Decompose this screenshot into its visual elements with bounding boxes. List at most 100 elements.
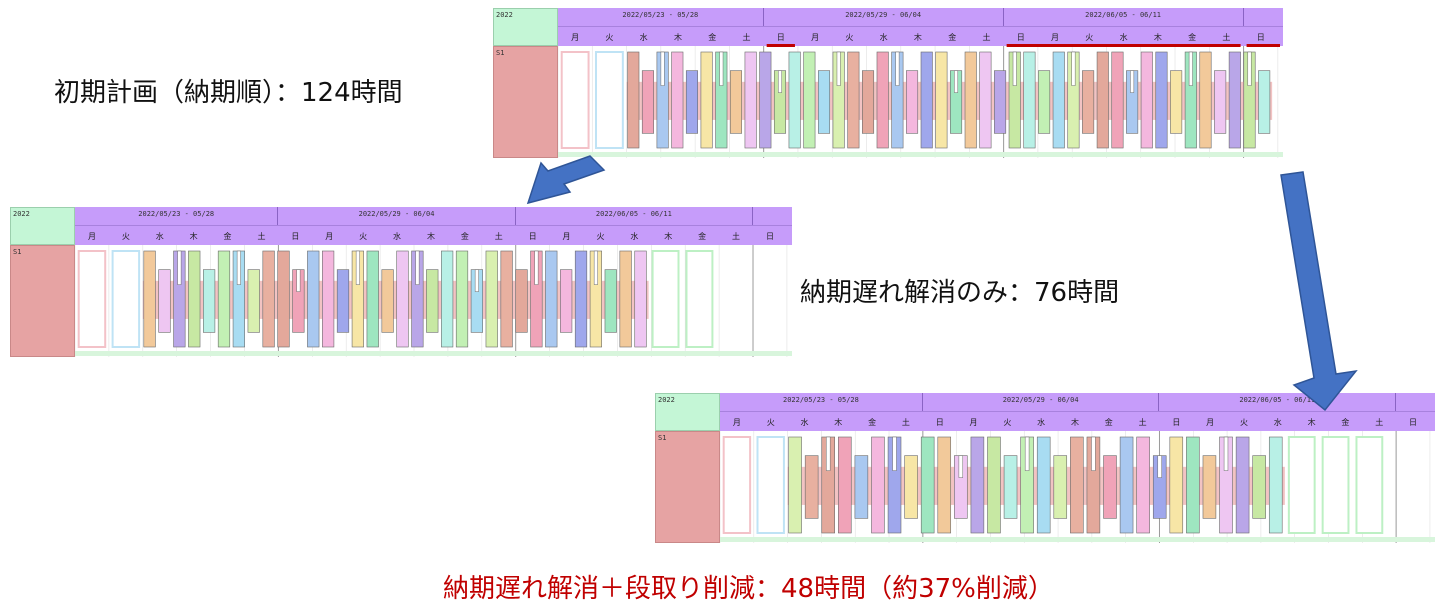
day-label: 木 — [426, 232, 435, 241]
job-bar — [381, 269, 394, 333]
day-label: 土 — [1138, 418, 1147, 427]
job-bar — [1214, 70, 1227, 134]
schedule-area — [558, 46, 1283, 158]
day-label: 木 — [1307, 418, 1316, 427]
job-bar — [217, 250, 231, 348]
job-bar — [1169, 436, 1184, 534]
job-bar — [1096, 51, 1109, 149]
job-bar — [744, 51, 757, 149]
job-bar — [247, 269, 260, 333]
week-label: 2022/06/05 - 06/11 — [516, 207, 753, 225]
day-label: 土 — [742, 33, 751, 42]
job-bar — [1038, 70, 1051, 134]
day-label: 火 — [1239, 418, 1248, 427]
job-bar — [804, 455, 819, 519]
job-bar — [545, 250, 558, 348]
job-bar — [906, 70, 919, 134]
day-label: 金 — [223, 232, 232, 241]
day-label: 木 — [1070, 418, 1079, 427]
label-optimized: 納期遅れ解消＋段取り削減：48時間（約37%削減） — [443, 574, 1054, 604]
job-bar — [788, 436, 802, 534]
day-label: 火 — [605, 33, 614, 42]
week-label: 2022/05/23 - 05/28 — [720, 393, 923, 411]
day-label: 水 — [1119, 33, 1128, 42]
day-label: 日 — [1172, 418, 1181, 427]
day-label: 月 — [87, 232, 96, 241]
job-bar — [1155, 51, 1168, 149]
job-bar — [426, 269, 439, 333]
job-bar — [862, 70, 875, 134]
job-bar — [1252, 455, 1266, 519]
week-label: 2022/05/29 - 06/04 — [764, 8, 1004, 26]
year-cell: 2022 — [10, 207, 75, 245]
day-label: 金 — [698, 232, 707, 241]
job-bar — [277, 250, 290, 348]
job-bar — [515, 269, 528, 333]
resource-label: S1 — [496, 49, 505, 57]
job-bar — [729, 70, 743, 134]
day-label: 木 — [834, 418, 843, 427]
day-label: 日 — [935, 418, 944, 427]
job-bar — [366, 250, 379, 348]
week-label: 2022/05/29 - 06/04 — [278, 207, 516, 225]
job-bar — [935, 51, 948, 149]
day-label: 木 — [913, 33, 922, 42]
day-label: 火 — [766, 418, 775, 427]
day-label: 金 — [1188, 33, 1197, 42]
day-label: 水 — [393, 232, 402, 241]
job-bar — [604, 269, 617, 333]
day-label: 木 — [189, 232, 198, 241]
job-bar — [788, 51, 801, 149]
job-bar — [1170, 70, 1183, 134]
job-bar — [1053, 455, 1068, 519]
job-bar — [904, 455, 918, 519]
job-bar — [803, 51, 816, 149]
arrow-to-due-only — [526, 155, 606, 205]
job-bar — [634, 250, 647, 348]
day-label: 月 — [969, 418, 978, 427]
day-label: 日 — [765, 232, 774, 241]
job-bar — [847, 51, 860, 149]
day-label: 火 — [121, 232, 130, 241]
day-label: 金 — [708, 33, 717, 42]
arrow-to-optimized — [1280, 171, 1358, 412]
job-bar — [1258, 70, 1271, 134]
job-bar — [455, 250, 469, 348]
resource-cell: S1 — [10, 245, 75, 357]
job-bar — [485, 250, 498, 348]
year-label: 2022 — [658, 396, 675, 404]
day-label: 金 — [948, 33, 957, 42]
days-row: 月火水木金土日月火水木金土日月火水木金土日 — [720, 411, 1435, 431]
job-bar — [970, 436, 985, 534]
year-cell: 2022 — [493, 8, 558, 46]
job-bar — [574, 250, 588, 348]
day-label: 土 — [494, 232, 503, 241]
day-label: 火 — [1003, 418, 1012, 427]
job-bar — [937, 436, 952, 534]
job-bar — [1140, 51, 1153, 149]
job-bar — [854, 455, 869, 519]
resource-cell: S1 — [655, 431, 720, 543]
job-bar — [627, 51, 640, 149]
job-bar — [1052, 51, 1065, 149]
job-bar — [987, 436, 1001, 534]
day-label: 月 — [811, 33, 820, 42]
job-bar — [1228, 51, 1241, 149]
job-bar — [441, 250, 454, 348]
year-label: 2022 — [13, 210, 30, 218]
day-label: 火 — [359, 232, 368, 241]
schedule-area — [75, 245, 792, 357]
day-label: 日 — [1256, 33, 1265, 42]
day-label: 土 — [982, 33, 991, 42]
job-bar — [1235, 436, 1250, 534]
resource-cell: S1 — [493, 46, 558, 158]
label-initial-plan: 初期計画（納期順）：124時間 — [54, 78, 403, 108]
day-label: 金 — [868, 418, 877, 427]
day-label: 水 — [155, 232, 164, 241]
job-bar — [979, 51, 992, 149]
job-bar — [143, 250, 156, 348]
job-bar — [685, 70, 698, 134]
resource-label: S1 — [658, 434, 667, 442]
